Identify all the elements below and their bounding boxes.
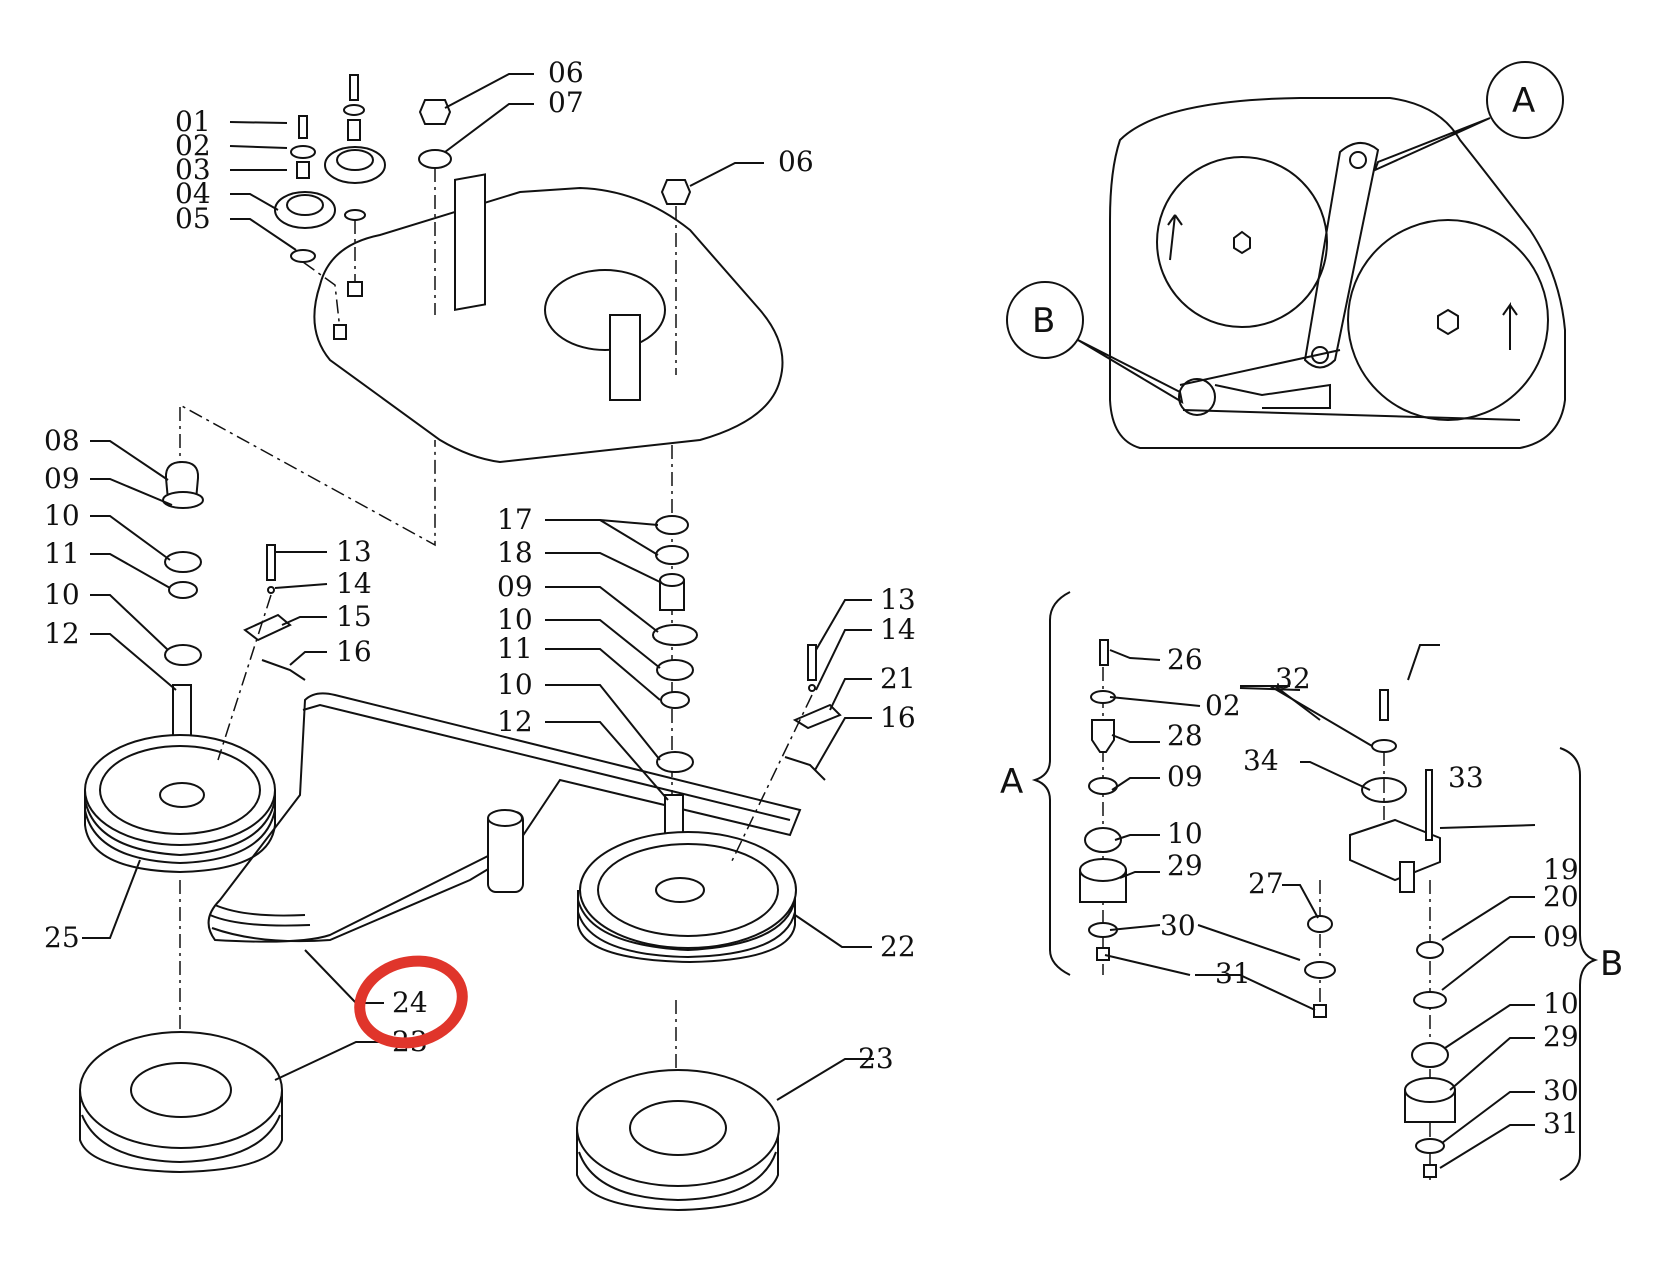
label-10b: 10 [44, 578, 80, 611]
plate-opening [544, 269, 666, 351]
label-06: 06 [548, 56, 584, 89]
label-26: 26 [1167, 643, 1203, 676]
label-25: 25 [44, 921, 80, 954]
label-10-B: 10 [1543, 987, 1579, 1020]
label-09: 09 [44, 462, 80, 495]
label-13b: 13 [880, 583, 916, 616]
brush-right-23 [576, 1069, 780, 1212]
arrow-icon-right [1502, 301, 1518, 350]
label-11b: 11 [497, 632, 533, 665]
label-30-A: 30 [1160, 909, 1196, 942]
label-24: 24 [392, 986, 428, 1019]
leader-lines-main [82, 73, 874, 1101]
callout-B: B [1032, 301, 1055, 341]
bracket-B [1559, 747, 1599, 1181]
label-20: 20 [1543, 880, 1579, 913]
label-34: 34 [1243, 744, 1279, 777]
clip-assembly-left [217, 544, 306, 761]
clip-assembly-right [729, 644, 842, 866]
idler-pulley-stack-right [324, 74, 386, 297]
right-spindle-stack [652, 515, 698, 871]
left-pulley-25 [84, 734, 276, 874]
callout-A: A [1512, 81, 1535, 121]
label-15: 15 [336, 600, 372, 633]
drive-belt-24 [207, 692, 802, 943]
label-10d: 10 [497, 668, 533, 701]
label-14: 14 [336, 567, 372, 600]
idler-pulley-stack-left [274, 115, 347, 340]
label-32: 32 [1275, 662, 1311, 695]
label-22: 22 [880, 930, 916, 963]
brush-left-23 [79, 1031, 283, 1174]
label-23b: 23 [858, 1042, 894, 1075]
label-33: 33 [1448, 761, 1484, 794]
label-09b: 09 [497, 570, 533, 603]
bracket-label-A: A [1000, 762, 1023, 802]
detail-A: A [1000, 591, 1127, 976]
label-13: 13 [336, 535, 372, 568]
nut-washer-06-07 [418, 99, 452, 315]
label-07: 07 [548, 86, 584, 119]
label-27: 27 [1248, 867, 1284, 900]
left-spindle-stack [162, 460, 204, 756]
arrow-icon-left [1167, 214, 1183, 261]
leader-lines-detail [1104, 644, 1536, 1169]
label-19: 19 [1543, 853, 1579, 886]
label-06b: 06 [778, 145, 814, 178]
label-14b: 14 [880, 613, 916, 646]
label-31-A: 31 [1215, 957, 1251, 990]
tensioner-pulley [487, 809, 524, 893]
center-bracket [609, 314, 641, 401]
label-17: 17 [497, 503, 533, 536]
label-02-A: 02 [1205, 689, 1241, 722]
label-18: 18 [497, 536, 533, 569]
label-21: 21 [880, 662, 916, 695]
part-labels-main: 01 02 03 04 05 06 07 06 08 09 10 11 10 1… [44, 56, 916, 1075]
label-10-A: 10 [1167, 817, 1203, 850]
label-16b: 16 [880, 701, 916, 734]
label-04: 04 [175, 177, 211, 210]
right-pulley-22 [577, 831, 797, 964]
label-05: 05 [175, 202, 211, 235]
label-10c: 10 [497, 603, 533, 636]
part-labels-detail: 26 02 28 09 10 29 30 31 32 34 33 19 27 2… [1160, 643, 1579, 1140]
label-30-B: 30 [1543, 1074, 1579, 1107]
label-28: 28 [1167, 719, 1203, 752]
bracket-label-B: B [1600, 944, 1623, 984]
label-10: 10 [44, 499, 80, 532]
label-09-B: 09 [1543, 920, 1579, 953]
label-03: 03 [175, 153, 211, 186]
inset-belt-layout: A B [1006, 61, 1566, 449]
label-11: 11 [44, 537, 80, 570]
label-01: 01 [175, 105, 211, 138]
label-09-A: 09 [1167, 760, 1203, 793]
bracket-A [1031, 591, 1071, 976]
label-12: 12 [44, 617, 80, 650]
label-16: 16 [336, 635, 372, 668]
detail-B: B [1304, 689, 1623, 1181]
highlight-circle [354, 955, 468, 1049]
label-08: 08 [44, 424, 80, 457]
label-29-B: 29 [1543, 1020, 1579, 1053]
label-12b: 12 [497, 705, 533, 738]
nut-06-right [660, 179, 692, 375]
label-02: 02 [175, 129, 211, 162]
tension-bracket [454, 173, 486, 311]
label-31-B: 31 [1543, 1107, 1579, 1140]
label-29-A: 29 [1167, 849, 1203, 882]
